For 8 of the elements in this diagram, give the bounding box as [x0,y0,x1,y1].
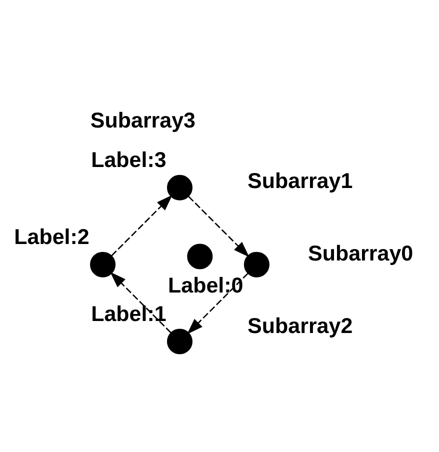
node-label: Label:1 [91,302,166,326]
node-label: Label:3 [91,148,166,172]
label: Subarray1 [248,168,353,192]
label: Subarray2 [248,313,353,338]
label: Subarray3 [90,108,196,132]
node-label: Label:2 [14,224,90,249]
label: Subarray0 [308,240,414,265]
node-label: Label:0 [168,273,244,298]
